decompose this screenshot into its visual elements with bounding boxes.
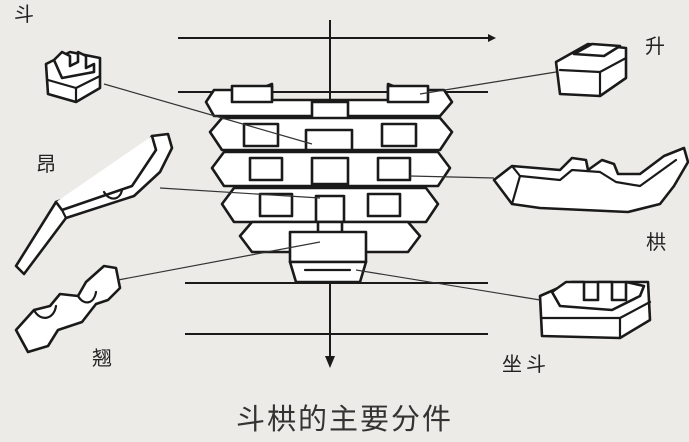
label-qiao: 翘 [92,346,112,370]
label-dou: 斗 [14,2,34,26]
label-ang: 昂 [36,152,56,176]
ang-piece [14,132,174,276]
zuodou-piece [538,280,652,340]
diagram-caption: 斗栱的主要分件 [235,402,453,436]
label-sheng: 升 [645,34,665,58]
qiao-piece [14,264,122,354]
label-zuodou: 坐斗 [502,352,550,376]
leader-lines [103,71,557,301]
gong-piece [492,146,689,214]
dou-piece [44,50,102,104]
label-gong: 栱 [646,230,666,254]
sheng-piece [554,42,628,98]
dougong-assembly [204,82,454,284]
